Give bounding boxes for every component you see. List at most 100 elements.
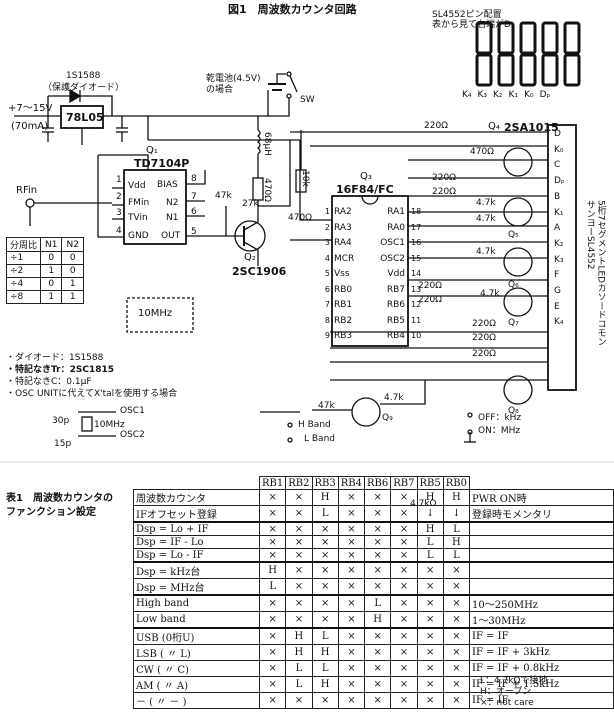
row-cell: × <box>390 505 418 523</box>
row-remark <box>469 578 614 596</box>
row-cell: × <box>442 644 471 661</box>
r-10k: 10k <box>300 170 310 187</box>
q4-ref: Q₄ <box>488 121 500 132</box>
divider-header-cell: N1 <box>40 237 63 252</box>
row-cell: L <box>259 578 287 596</box>
row-cell: × <box>442 594 471 612</box>
row-cell: × <box>337 548 366 563</box>
note-line: ・ダイオード：1S1588 <box>6 353 104 363</box>
row-cell: × <box>285 594 313 612</box>
row-cell: L <box>364 594 392 612</box>
row-cell: H <box>442 489 471 506</box>
q7-ref: Q₇ <box>508 318 519 328</box>
row-label: 周波数カウンタ <box>132 489 261 506</box>
q1-pin-tvin: TVin <box>128 213 148 223</box>
row-cell: L <box>416 535 444 549</box>
r-4k7-a: 4.7k <box>476 198 496 208</box>
q1-pin-num-6: 6 <box>191 207 197 217</box>
row-cell: × <box>285 578 313 596</box>
q3-num: 9 <box>324 331 330 340</box>
row-cell: × <box>259 692 287 709</box>
row-cell: × <box>311 692 339 709</box>
r-47k-a: 47k <box>215 191 232 201</box>
seg-pin: C <box>554 160 561 171</box>
seg-pin: K₀ <box>554 144 564 155</box>
display-module-box <box>547 124 577 391</box>
display-note: SL4552ピン配置 表から見て右端がD <box>432 10 511 31</box>
row-cell: × <box>337 578 366 596</box>
q3-num: 15 <box>411 253 422 263</box>
header-rb2: RB2 <box>285 476 313 490</box>
row-cell: × <box>259 627 287 645</box>
display-pin: K₄ <box>462 90 472 100</box>
seg-pin: K₃ <box>554 254 564 265</box>
row-cell: × <box>416 594 444 612</box>
row-cell: × <box>390 611 418 629</box>
row-remark: PWR ON時 <box>469 489 614 506</box>
row-cell: × <box>259 521 287 536</box>
row-cell: × <box>259 660 287 677</box>
q3-pin-rb1: RB1 <box>334 300 353 310</box>
xtal-osc1: OSC1 <box>120 406 145 416</box>
seg-pin: K₂ <box>554 238 564 249</box>
q1-pin-out: OUT <box>161 231 181 241</box>
q3-pin-vdd: Vdd <box>387 269 405 279</box>
row-cell: × <box>364 548 392 563</box>
q3-pin-mcr: MCR <box>334 253 355 264</box>
q1-pin-bias: BIAS <box>157 180 178 190</box>
row-cell: ↓ <box>442 505 471 523</box>
row-cell: × <box>311 521 339 536</box>
q3-part: 16F84/FC <box>336 183 394 196</box>
q1-pin-fmin: FMin <box>128 198 150 208</box>
row-label: － ( 〃 － ) <box>132 692 261 709</box>
q3-num: 14 <box>411 269 422 278</box>
q1-pin-num-2: 2 <box>116 192 122 202</box>
q3-pin-ra1: RA1 <box>387 207 405 217</box>
q1-part: TD7104P <box>134 157 190 170</box>
row-cell: L <box>416 548 444 563</box>
seg-pin: D <box>554 129 561 139</box>
row-cell: × <box>364 561 392 579</box>
display-pin: K₂ <box>493 90 503 100</box>
r-220-b: 220Ω <box>432 173 457 183</box>
notes-block: ・ダイオード：1S1588 ・特記なきTr：2SC1815 ・特記なきC：0.1… <box>6 352 177 400</box>
protective-diode-symbol <box>69 88 82 104</box>
row-cell: × <box>259 489 287 506</box>
q3-ref: Q₃ <box>360 171 372 182</box>
switch-label: SW <box>300 95 315 105</box>
row-cell: × <box>416 692 444 709</box>
row-cell: × <box>364 578 392 596</box>
row-cell: × <box>337 676 366 693</box>
divider-cell: ÷1 <box>5 251 42 265</box>
q3-num: 13 <box>411 284 422 294</box>
row-cell: × <box>416 611 444 629</box>
q3-pin-osc2: OSC2 <box>380 253 405 264</box>
q6-ref: Q₆ <box>508 280 519 290</box>
divider-cell: 0 <box>40 277 63 291</box>
header-rb7: RB7 <box>390 476 418 490</box>
display-pin: Dₚ <box>539 90 551 100</box>
r-470-a: 470Ω <box>470 147 495 157</box>
seg-pin: F <box>554 270 560 281</box>
divider-cell: ÷2 <box>5 264 42 278</box>
seg-pin: A <box>554 223 561 234</box>
row-label: Dsp = Lo - IF <box>132 548 261 563</box>
row-remark <box>469 548 614 563</box>
r-220-h: 220Ω <box>418 281 443 291</box>
function-table: RB1 RB2 RB3 RB4 RB6 RB7 RB5 RB0 周波数カウンタ×… <box>132 476 614 709</box>
header-rb4: RB4 <box>337 476 366 490</box>
row-cell: × <box>285 611 313 629</box>
q1-ic-body <box>123 169 187 245</box>
row-cell: × <box>364 521 392 536</box>
row-cell: L <box>442 548 471 563</box>
header-spacer <box>470 477 614 490</box>
q3-pin-rb4: RB4 <box>386 331 405 341</box>
display-module-label: 5桁7セグメントLEDカソードコモン サンヨーSL4552 <box>584 200 606 347</box>
row-cell: × <box>259 535 287 549</box>
row-cell: × <box>416 660 444 677</box>
